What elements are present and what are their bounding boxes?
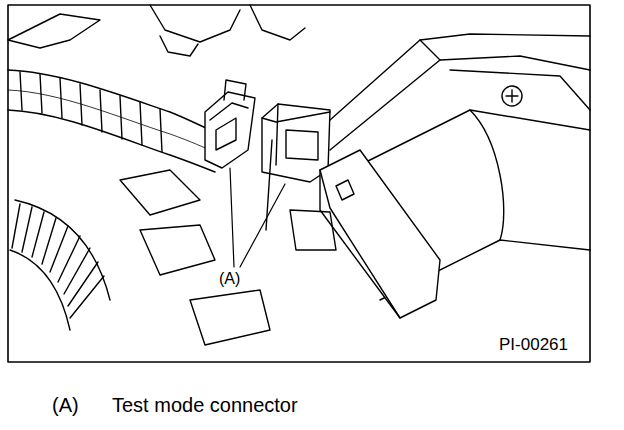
figure-number: PI-00261 (497, 336, 570, 355)
figure-frame (8, 5, 590, 362)
legend-letter: (A) (52, 394, 79, 416)
leader-line (230, 168, 285, 267)
vehicle-parts (8, 5, 590, 345)
callout-letter: (A) (217, 270, 242, 288)
part-name: Test mode connector (112, 394, 298, 416)
